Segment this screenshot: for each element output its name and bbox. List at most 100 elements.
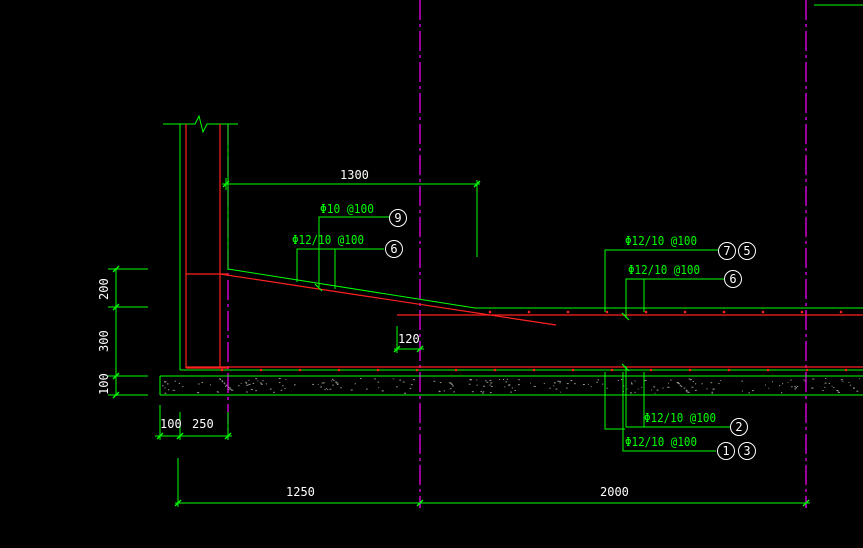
marker-7: 7: [723, 244, 730, 258]
hatch-dot: [710, 382, 713, 384]
hatch-dot: [602, 383, 604, 385]
hatch-dot: [335, 381, 338, 383]
hatch-dot: [590, 386, 592, 388]
hatch-dot: [178, 382, 181, 384]
hatch-dot: [469, 379, 472, 381]
rebar-dot: [761, 310, 765, 314]
hatch-dot: [631, 382, 632, 384]
slash: [314, 283, 323, 292]
hatch-dot: [518, 379, 520, 381]
haunch-rebar: [219, 273, 557, 326]
hatch-dot: [692, 381, 694, 383]
hatch-dot: [366, 388, 368, 390]
hatch-dot: [260, 383, 263, 385]
hatch-dot: [491, 386, 493, 387]
rebar-dot: [649, 368, 653, 372]
hatch-dot: [228, 386, 230, 388]
hatch-dot: [694, 389, 697, 391]
hatch-dot: [623, 385, 625, 387]
hatch-dot: [399, 379, 402, 381]
hatch-dot: [856, 390, 859, 392]
hatch-dot: [238, 385, 240, 387]
hatch-dot: [587, 383, 589, 385]
hatch-dot: [825, 378, 827, 379]
hatch-dot: [409, 387, 412, 389]
hatch-dot: [396, 386, 398, 388]
hatch-dot: [216, 391, 219, 393]
rebar-dot: [415, 368, 419, 372]
hatch-dot: [651, 389, 653, 391]
leader-slash-ticks: [314, 283, 630, 372]
hatch-dot: [706, 388, 708, 390]
hatch-dot: [443, 390, 446, 392]
hatch-dot: [667, 386, 670, 388]
rebar-dot: [493, 368, 497, 372]
hatch-dot: [259, 382, 262, 384]
hatch-dot: [853, 387, 855, 389]
hatch-dot: [174, 380, 176, 382]
hatch-dot: [597, 379, 599, 381]
tick: [393, 345, 401, 353]
hatch-dot: [246, 391, 248, 393]
hatch-dot: [374, 378, 376, 380]
dim-text-120: 120: [398, 332, 420, 346]
hatch-dot: [772, 381, 773, 383]
hatch-dot: [631, 383, 633, 385]
hatch-dot: [804, 380, 806, 382]
hatch-dot: [255, 390, 257, 392]
hatch-dot: [471, 391, 474, 393]
hatch-dot: [794, 385, 796, 387]
hatch-dot: [331, 380, 333, 382]
rebar-lines: [185, 124, 863, 369]
tick: [802, 499, 810, 507]
hatch-dot: [354, 383, 356, 385]
rebar-dots: [220, 310, 848, 372]
hatch-dot: [273, 391, 275, 393]
hatch-dot: [448, 382, 451, 384]
rebar-dot: [376, 368, 380, 372]
hatch-dot: [285, 379, 287, 381]
rebar-dot: [571, 368, 575, 372]
marker-circle-9: [389, 209, 407, 227]
tick: [156, 432, 164, 440]
hatch-dot: [842, 380, 844, 382]
hatch-dot: [450, 382, 452, 384]
rebar-dot: [844, 368, 848, 372]
rebar-dot: [727, 368, 731, 372]
hatch-dot: [221, 380, 223, 382]
hatch-dot: [209, 384, 211, 386]
hatch-dot: [246, 384, 249, 386]
hatch-dot: [489, 392, 492, 394]
hatch-dot: [559, 391, 561, 393]
hatch-dot: [530, 382, 532, 384]
tick: [222, 180, 230, 188]
hatch-dot: [480, 391, 483, 393]
hatch-dot: [340, 387, 342, 389]
hatch-dot: [502, 379, 505, 380]
hatch-dot: [831, 385, 833, 387]
rebar-label-phi10: Φ10 @100: [320, 202, 374, 216]
rebar-label-phi12-left: Φ12/10 @100: [292, 233, 364, 247]
hatch-dot: [166, 383, 169, 385]
hatch-dot: [517, 384, 520, 386]
hatch-dot: [670, 379, 672, 381]
rebar-label-phi12-bot-a: Φ12/10 @100: [644, 411, 716, 425]
hatch-dot: [570, 380, 573, 381]
hatch-dot: [582, 384, 585, 385]
hatch-dot: [197, 392, 200, 394]
leader-13: [604, 372, 625, 430]
hatch-dot: [257, 380, 259, 382]
hatch-dot: [245, 382, 248, 384]
hatch-dot: [326, 388, 328, 390]
hatch-dot: [468, 383, 471, 385]
hatch-dot: [688, 378, 690, 380]
hatch-dot: [228, 389, 230, 390]
hatch-dot: [634, 380, 636, 382]
hatch-dot: [683, 387, 686, 389]
hatch-dot: [284, 388, 286, 390]
hatch-dot: [336, 384, 339, 385]
blinding-hatch: [162, 378, 860, 394]
hatch-dot: [332, 378, 334, 380]
hatch-dot: [312, 383, 314, 385]
